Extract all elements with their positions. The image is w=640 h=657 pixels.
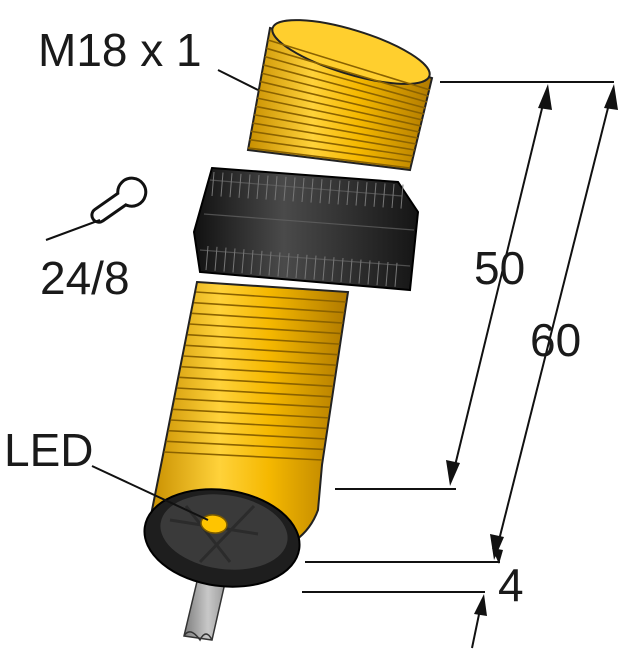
led-leader xyxy=(91,465,209,521)
groove xyxy=(264,55,428,103)
groove xyxy=(355,181,359,206)
groove xyxy=(256,174,260,200)
groove xyxy=(322,256,326,281)
groove xyxy=(340,257,344,283)
groove xyxy=(223,247,227,272)
upper-thread-grooves xyxy=(247,39,431,169)
groove xyxy=(176,387,332,398)
groove xyxy=(258,89,421,127)
groove xyxy=(310,178,314,203)
groove xyxy=(263,64,426,109)
groove xyxy=(205,245,209,271)
groove xyxy=(328,179,332,204)
groove xyxy=(265,175,269,200)
groove xyxy=(250,130,414,157)
groove xyxy=(319,179,323,204)
groove xyxy=(349,258,353,283)
dim-60-label: 60 xyxy=(530,314,581,366)
groove xyxy=(189,323,342,335)
groove xyxy=(163,451,323,461)
groove xyxy=(394,262,398,287)
groove xyxy=(247,174,251,199)
led-label: LED xyxy=(4,424,93,476)
groove xyxy=(249,138,412,163)
groove xyxy=(261,72,425,115)
wrench-icon xyxy=(90,176,148,224)
thread-size-label: M18 x 1 xyxy=(38,24,202,76)
groove xyxy=(358,259,362,284)
groove xyxy=(382,183,386,208)
groove xyxy=(304,254,308,279)
groove xyxy=(364,182,368,207)
groove xyxy=(229,173,233,198)
sensor-housing-upper xyxy=(246,19,434,172)
leader-lines xyxy=(45,69,259,521)
groove xyxy=(191,312,343,324)
nut-knurling xyxy=(205,171,404,287)
groove xyxy=(331,257,335,282)
groove xyxy=(337,180,341,205)
groove xyxy=(373,182,377,207)
groove xyxy=(195,291,347,303)
groove xyxy=(255,105,418,139)
groove xyxy=(168,429,326,440)
groove xyxy=(274,176,278,201)
groove xyxy=(391,183,395,209)
wrench-leader xyxy=(45,219,101,241)
groove xyxy=(283,176,287,201)
groove xyxy=(266,47,429,97)
dimension-lines xyxy=(302,81,614,649)
groove xyxy=(220,172,224,197)
hex-nut xyxy=(192,166,420,292)
groove xyxy=(170,419,327,430)
groove xyxy=(214,246,218,271)
groove xyxy=(292,177,296,202)
groove xyxy=(313,255,317,280)
groove xyxy=(286,253,290,278)
groove xyxy=(187,333,340,345)
groove xyxy=(250,249,254,275)
dimension-arrows xyxy=(446,84,618,616)
wrench-size-label: 24/8 xyxy=(40,252,130,304)
groove xyxy=(367,260,371,285)
groove xyxy=(211,171,215,197)
groove xyxy=(295,253,299,279)
groove xyxy=(257,97,420,133)
groove xyxy=(238,173,242,198)
groove xyxy=(183,355,337,366)
groove xyxy=(400,184,404,209)
groove xyxy=(172,408,329,419)
groove xyxy=(166,440,324,451)
thread-leader xyxy=(217,69,259,91)
groove xyxy=(232,248,236,273)
groove xyxy=(385,261,389,287)
groove xyxy=(181,365,335,377)
groove xyxy=(260,80,423,121)
dim-4-label: 4 xyxy=(498,559,524,611)
groove xyxy=(247,147,411,169)
groove xyxy=(259,250,263,275)
dim-50-label: 50 xyxy=(474,242,525,294)
groove xyxy=(193,301,345,314)
groove xyxy=(376,261,380,286)
groove xyxy=(252,122,415,151)
groove xyxy=(178,376,334,388)
lower-thread-grooves xyxy=(163,291,347,461)
groove xyxy=(267,39,431,91)
dim-50-line xyxy=(451,91,547,479)
groove xyxy=(185,344,339,356)
groove xyxy=(174,397,331,409)
dim-60-line xyxy=(495,91,613,553)
groove xyxy=(346,180,350,206)
groove xyxy=(268,251,272,276)
groove xyxy=(277,252,281,277)
groove xyxy=(241,249,245,274)
groove xyxy=(254,113,417,145)
groove xyxy=(301,177,305,203)
